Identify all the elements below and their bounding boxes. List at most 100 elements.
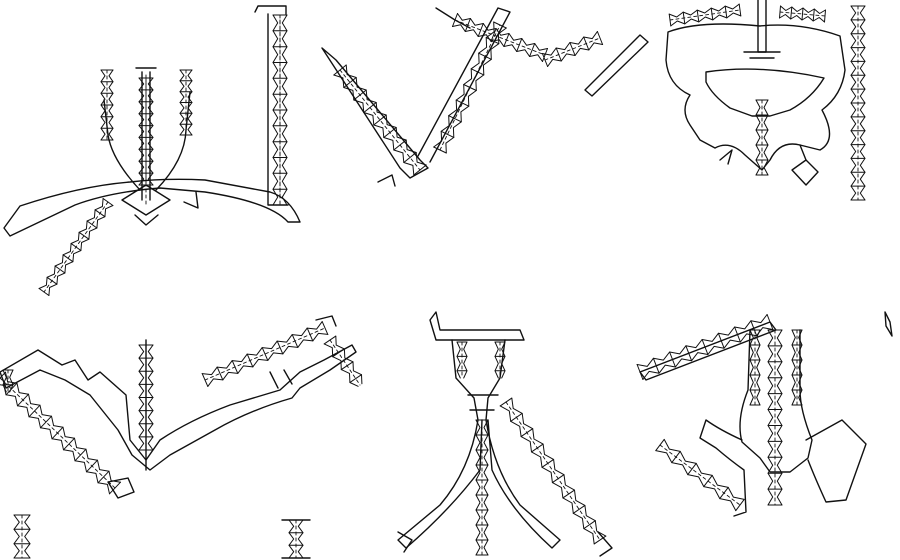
insulator-string bbox=[850, 5, 866, 201]
shed-tick bbox=[51, 426, 64, 440]
string-sheds-right bbox=[147, 77, 154, 186]
insulator-assembly-3 bbox=[665, 0, 866, 201]
string-sheds-left bbox=[499, 405, 595, 545]
shed-tick bbox=[276, 340, 284, 355]
insulator-string bbox=[779, 5, 826, 23]
string-axis bbox=[779, 11, 826, 17]
shed-tick bbox=[779, 5, 781, 19]
insulator-string bbox=[475, 419, 489, 556]
string-axis bbox=[659, 444, 741, 506]
shed-tick bbox=[569, 42, 576, 56]
shed-tick bbox=[349, 374, 362, 383]
shed-tick bbox=[655, 438, 665, 452]
string-sheds-left bbox=[288, 519, 295, 559]
shed-tick bbox=[668, 13, 672, 27]
shed-tick bbox=[652, 357, 660, 374]
insulator-string bbox=[767, 329, 783, 506]
string-sheds-left bbox=[767, 329, 774, 506]
shed-tick bbox=[216, 366, 224, 381]
string-sheds-left bbox=[755, 99, 761, 176]
string-sheds-right bbox=[663, 438, 745, 500]
string-sheds-right bbox=[798, 329, 803, 406]
string-sheds-left bbox=[13, 514, 20, 559]
insulator-string bbox=[749, 329, 761, 406]
shed-tick bbox=[86, 220, 98, 229]
shed-tick bbox=[551, 474, 565, 484]
shed-tick bbox=[477, 23, 484, 37]
shed-tick bbox=[40, 415, 52, 429]
shed-tick bbox=[363, 102, 377, 113]
insulator-string bbox=[456, 341, 468, 379]
shed-tick bbox=[562, 489, 575, 499]
shed-tick bbox=[701, 339, 709, 355]
insulator-string bbox=[655, 438, 745, 512]
insulator-string bbox=[541, 31, 604, 67]
insulator-string bbox=[2, 369, 14, 393]
shed-tick bbox=[541, 458, 555, 468]
shed-tick bbox=[734, 326, 741, 343]
shed-tick bbox=[583, 36, 590, 51]
shed-tick bbox=[593, 535, 607, 545]
string-axis bbox=[505, 401, 601, 541]
string-sheds-left bbox=[749, 329, 754, 406]
insulator-string bbox=[433, 21, 507, 154]
shed-tick bbox=[70, 243, 82, 251]
insulator-assembly-4 bbox=[0, 315, 363, 499]
shed-tick bbox=[86, 459, 98, 473]
shed-tick bbox=[323, 335, 337, 345]
string-sheds-right bbox=[483, 419, 489, 556]
insulator-fragment-9 bbox=[2, 369, 14, 393]
shed-tick bbox=[291, 334, 299, 348]
insulator-string bbox=[333, 64, 427, 176]
string-sheds-right bbox=[776, 329, 783, 506]
shed-tick bbox=[393, 139, 407, 151]
shed-tick bbox=[333, 64, 347, 76]
shed-tick bbox=[246, 353, 254, 368]
string-axis bbox=[204, 327, 326, 381]
insulator-string bbox=[38, 198, 114, 296]
string-sheds-right bbox=[335, 335, 363, 385]
shed-tick bbox=[201, 373, 209, 387]
insulator-string bbox=[0, 371, 121, 495]
insulator-string bbox=[668, 3, 742, 27]
string-sheds-right bbox=[297, 519, 304, 559]
shed-tick bbox=[321, 321, 329, 335]
string-sheds-right bbox=[457, 13, 548, 51]
insulator-string bbox=[288, 519, 304, 559]
string-sheds-left bbox=[456, 341, 461, 379]
string-sheds-left bbox=[138, 77, 145, 186]
string-sheds-left bbox=[655, 450, 737, 512]
insulator-assembly-1 bbox=[3, 5, 301, 296]
shed-tick bbox=[724, 5, 728, 19]
shed-tick bbox=[231, 360, 239, 374]
insulator-string bbox=[499, 397, 607, 545]
shed-tick bbox=[703, 474, 713, 488]
shed-tick bbox=[824, 9, 826, 23]
string-axis bbox=[669, 9, 741, 21]
shed-tick bbox=[520, 428, 534, 438]
shed-tick bbox=[682, 11, 686, 25]
string-sheds-left bbox=[494, 341, 499, 379]
shed-tick bbox=[766, 314, 774, 330]
shed-tick bbox=[413, 164, 427, 176]
string-sheds-left bbox=[0, 384, 110, 495]
shed-tick bbox=[503, 33, 510, 47]
shed-tick bbox=[812, 8, 815, 22]
insulator-string bbox=[494, 341, 506, 379]
insulator-assembly-2 bbox=[321, 7, 649, 187]
insulator-string bbox=[452, 13, 548, 62]
insulator-string bbox=[323, 335, 363, 387]
shed-tick bbox=[452, 13, 458, 27]
shed-tick bbox=[485, 37, 500, 45]
shed-tick bbox=[440, 130, 455, 138]
string-sheds-left bbox=[452, 24, 543, 62]
shed-tick bbox=[499, 397, 513, 407]
string-axis bbox=[329, 339, 361, 386]
shed-tick bbox=[542, 48, 548, 62]
shed-tick bbox=[710, 7, 714, 21]
string-sheds-right bbox=[668, 3, 740, 18]
shed-tick bbox=[306, 327, 314, 342]
shed-tick bbox=[541, 53, 549, 67]
shed-tick bbox=[531, 443, 544, 453]
